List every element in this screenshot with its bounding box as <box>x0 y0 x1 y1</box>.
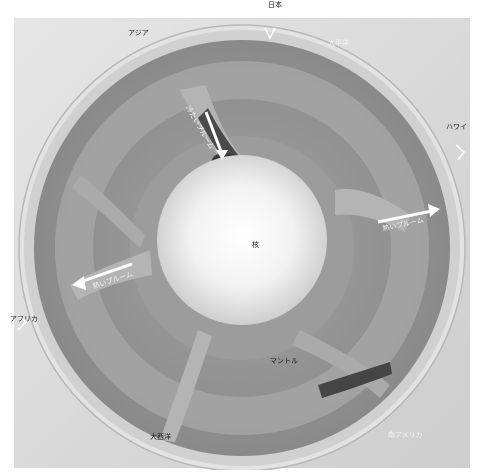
label-hawaii: ハワイ <box>446 124 467 131</box>
label-atlantic: 大西洋 <box>150 434 171 441</box>
label-south-america: 南アメリカ <box>388 432 423 439</box>
label-asia: アジア <box>128 30 149 37</box>
label-mantle: マントル <box>270 358 298 365</box>
label-africa: アフリカ <box>10 316 38 323</box>
label-pacific: 太平洋 <box>328 40 349 47</box>
label-japan: 日本 <box>268 2 282 9</box>
core <box>157 155 327 325</box>
label-core: 核 <box>252 242 259 249</box>
